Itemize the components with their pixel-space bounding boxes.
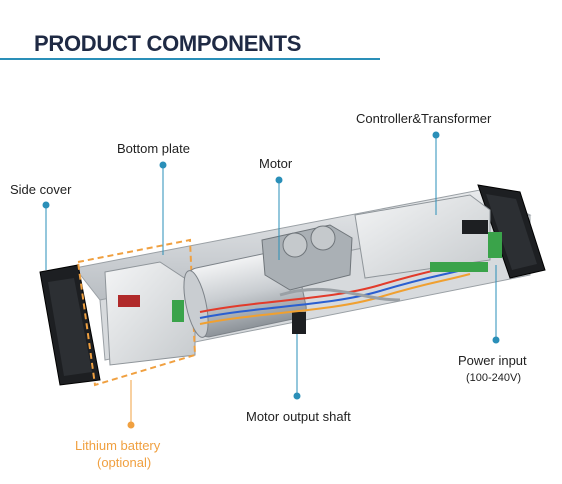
title-underline: [0, 58, 380, 60]
label-optional: (optional): [97, 455, 152, 470]
label-side-cover: Side cover: [10, 182, 72, 197]
label-motor-shaft: Motor output shaft: [246, 409, 351, 424]
battery-dashed-outline: [76, 238, 197, 387]
label-controller: Controller&Transformer: [356, 111, 492, 126]
label-bottom-plate: Bottom plate: [117, 141, 190, 156]
label-power-range: (100-240V): [466, 372, 522, 384]
label-motor: Motor: [259, 156, 293, 171]
label-power-input: Power input: [458, 353, 527, 368]
motor-shaft: [292, 312, 306, 334]
label-lithium-battery: Lithium battery: [75, 438, 161, 453]
page-title: PRODUCT COMPONENTS: [34, 31, 302, 56]
